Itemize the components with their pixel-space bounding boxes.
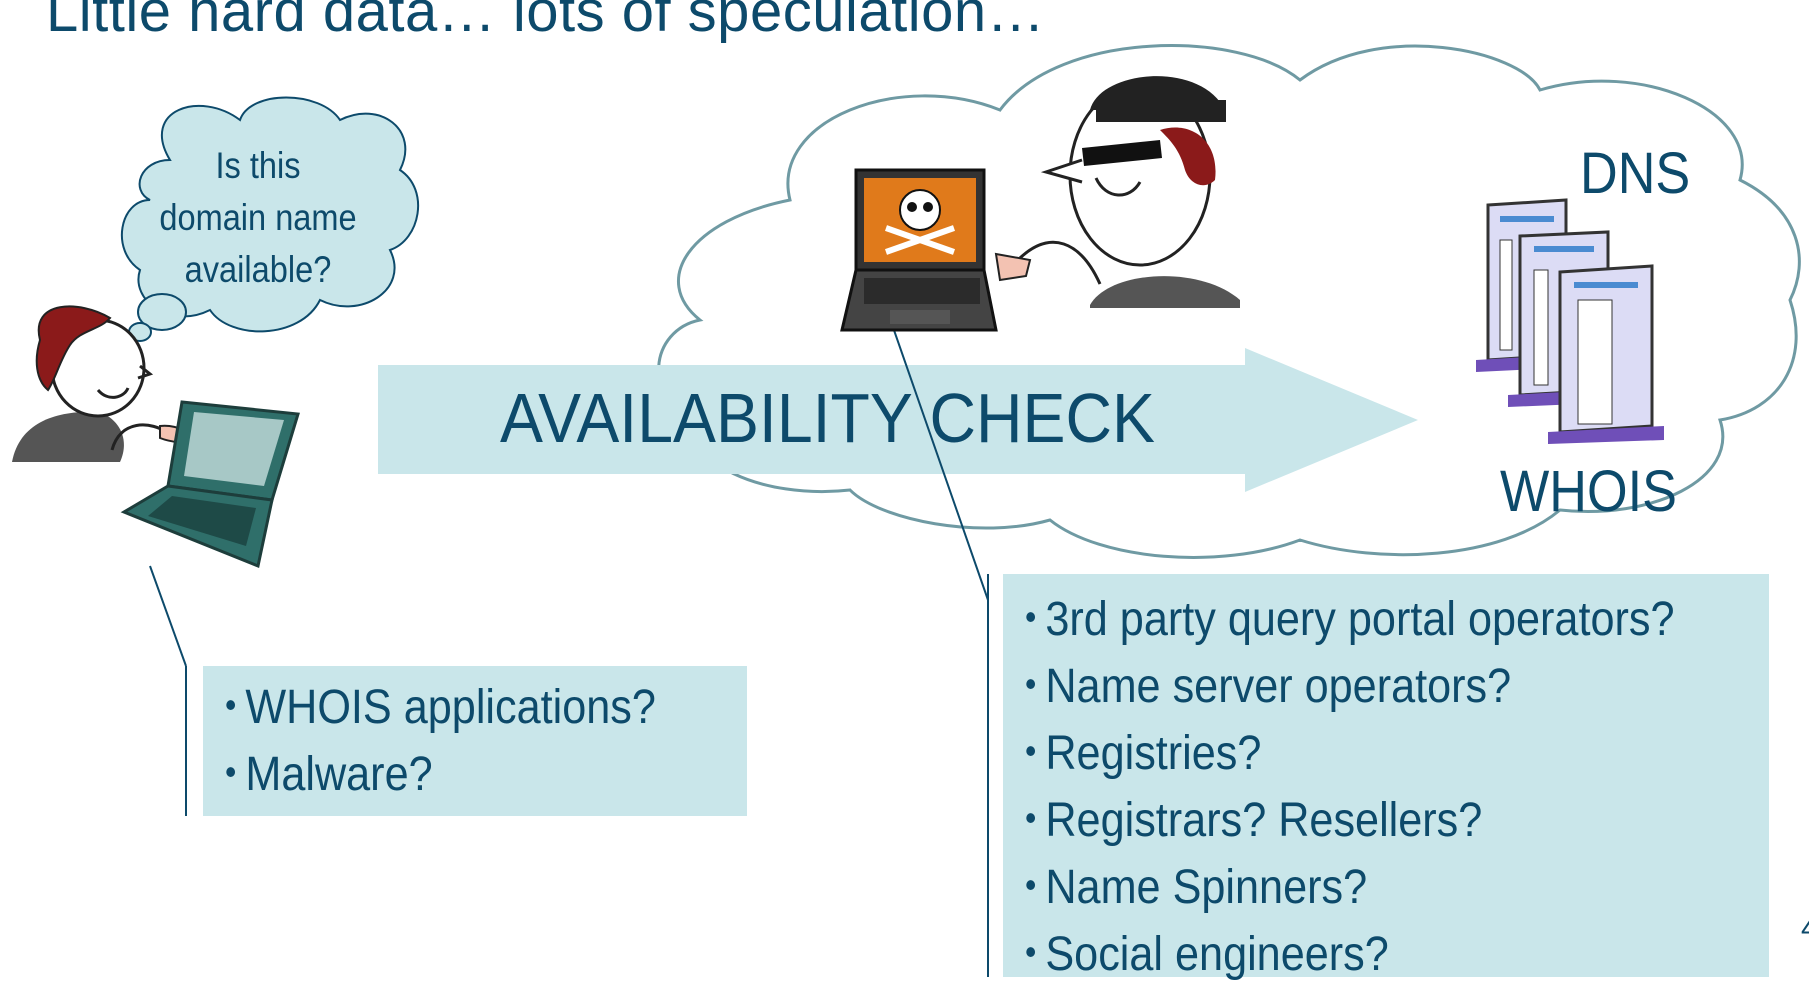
hacker-body <box>1090 276 1240 308</box>
dns-label: DNS <box>1580 141 1691 206</box>
hacker-hair <box>1160 127 1216 186</box>
list-item: Name server operators? <box>1025 655 1695 722</box>
callout-line-right <box>879 289 989 601</box>
availability-check-label: AVAILABILITY CHECK <box>500 379 1155 457</box>
thought-bubble <box>121 96 419 333</box>
thought-bubble-dot-large <box>137 293 187 331</box>
slide-title: Little hard data… lots of speculation… <box>46 0 1046 44</box>
user-hair <box>35 305 112 392</box>
hacker-cord <box>1018 240 1102 285</box>
list-item: Registrars? Resellers? <box>1025 789 1695 856</box>
user-figure <box>12 305 202 462</box>
whois-label: WHOIS <box>1500 459 1677 524</box>
user-body <box>12 411 124 462</box>
thought-line-2: domain name <box>159 197 357 238</box>
user-smile <box>96 387 130 399</box>
thought-bubble-text: Is this domain name available? <box>144 140 373 296</box>
user-laptop-icon <box>120 400 300 569</box>
list-item: Name Spinners? <box>1025 856 1695 923</box>
hacker-hand <box>994 252 1032 282</box>
thought-line-1: Is this <box>215 145 301 186</box>
list-item: Malware? <box>225 743 695 810</box>
list-item: Registries? <box>1025 722 1695 789</box>
user-nose <box>137 364 154 380</box>
thought-line-3: available? <box>184 249 332 290</box>
list-item: 3rd party query portal operators? <box>1025 588 1695 655</box>
hacker-mask <box>1082 140 1162 166</box>
list-item: Social engineers? <box>1025 923 1695 990</box>
hacker-laptop-icon <box>840 168 998 332</box>
server-rack-3 <box>1548 264 1664 444</box>
page-number: 4 <box>1801 912 1809 946</box>
callout-line-left <box>149 565 187 667</box>
skull-icon <box>899 189 941 231</box>
list-item: WHOIS applications? <box>225 676 695 743</box>
operator-speculation-box: 3rd party query portal operators? Name s… <box>1003 574 1769 981</box>
hacker-smile <box>1094 177 1142 197</box>
hacker-nose <box>1040 158 1083 184</box>
client-speculation-box: WHOIS applications? Malware? <box>203 666 747 816</box>
availability-arrow <box>378 348 1418 492</box>
hacker-figure <box>994 76 1240 308</box>
